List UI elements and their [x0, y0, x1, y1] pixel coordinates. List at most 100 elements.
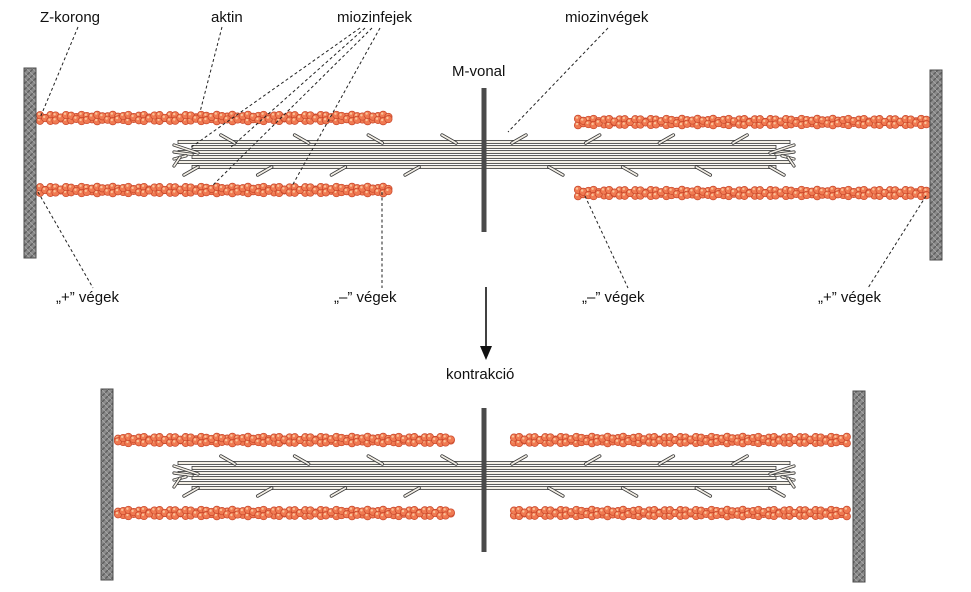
- actin-bead-highlight: [365, 184, 367, 186]
- actin-bead-highlight: [862, 194, 864, 196]
- actin-bead: [447, 509, 454, 516]
- actin-bead-highlight: [168, 185, 170, 187]
- actin-bead-highlight: [157, 185, 159, 187]
- actin-bead-highlight: [204, 513, 206, 515]
- actin-bead-highlight: [105, 117, 107, 119]
- actin-bead-highlight: [657, 438, 659, 440]
- actin-bead-highlight: [360, 509, 362, 511]
- actin-bead-highlight: [725, 441, 727, 443]
- actin-bead-highlight: [633, 188, 635, 190]
- actin-bead-highlight: [767, 440, 769, 442]
- actin-bead-highlight: [652, 514, 654, 516]
- actin-bead-highlight: [872, 188, 874, 190]
- actin-bead-highlight: [813, 508, 815, 510]
- actin-bead-highlight: [694, 508, 696, 510]
- actin-bead-highlight: [85, 118, 87, 120]
- actin-bead-highlight: [654, 117, 656, 119]
- actin-bead-highlight: [831, 194, 833, 196]
- actin-bead-highlight: [825, 192, 827, 194]
- actin-bead-highlight: [919, 123, 921, 125]
- actin-bead-highlight: [53, 118, 55, 120]
- actin-bead-highlight: [877, 117, 879, 119]
- actin-bead-highlight: [805, 189, 807, 191]
- actin-bead-highlight: [319, 508, 321, 510]
- actin-bead-highlight: [79, 191, 81, 193]
- actin-bead-highlight: [371, 186, 373, 188]
- label-plus-ends-right: „+” végek: [818, 289, 881, 307]
- actin-bead-highlight: [799, 188, 801, 190]
- actin-bead-highlight: [53, 113, 55, 115]
- actin-bead-highlight: [605, 441, 607, 443]
- actin-bead-highlight: [742, 123, 744, 125]
- actin-bead-highlight: [157, 435, 159, 437]
- actin-bead-highlight: [126, 185, 128, 187]
- actin-bead-highlight: [794, 121, 796, 123]
- actin-bead-highlight: [715, 513, 717, 515]
- actin-bead-highlight: [600, 509, 602, 511]
- actin-bead-highlight: [581, 189, 583, 191]
- actin-bead-highlight: [433, 511, 435, 513]
- actin-bead-highlight: [642, 437, 644, 439]
- actin-bead-highlight: [664, 117, 666, 119]
- actin-bead-highlight: [867, 191, 869, 193]
- actin-bead-highlight: [355, 117, 357, 119]
- actin-bead-highlight: [595, 512, 597, 514]
- actin-bead-highlight: [417, 511, 419, 513]
- actin-bead-highlight: [90, 186, 92, 188]
- actin-bead-highlight: [339, 509, 341, 511]
- actin-bead-highlight: [116, 189, 118, 191]
- actin-bead-highlight: [365, 434, 367, 436]
- actin-bead-highlight: [709, 435, 711, 437]
- actin-bead-highlight: [220, 509, 222, 511]
- actin-bead-highlight: [777, 511, 779, 513]
- actin-bead-highlight: [142, 508, 144, 510]
- actin-bead-highlight: [449, 437, 451, 439]
- actin-bead-highlight: [678, 508, 680, 510]
- actin-bead-highlight: [533, 435, 535, 437]
- actin-bead-highlight: [763, 191, 765, 193]
- actin-bead: [843, 506, 850, 513]
- actin-bead-highlight: [324, 508, 326, 510]
- actin-bead-highlight: [313, 116, 315, 118]
- actin-bead-highlight: [142, 514, 144, 516]
- actin-bead-highlight: [715, 509, 717, 511]
- actin-bead-highlight: [751, 509, 753, 511]
- actin-bead-highlight: [617, 193, 619, 195]
- actin-bead-highlight: [287, 190, 289, 192]
- actin-bead-highlight: [704, 439, 706, 441]
- actin-bead-highlight: [313, 511, 315, 513]
- actin-bead-highlight: [538, 511, 540, 513]
- actin-bead-highlight: [829, 441, 831, 443]
- actin-bead-highlight: [579, 436, 581, 438]
- actin-bead-highlight: [782, 435, 784, 437]
- actin-bead-highlight: [637, 441, 639, 443]
- actin-bead-highlight: [189, 113, 191, 115]
- actin-bead-highlight: [607, 188, 609, 190]
- actin-bead-highlight: [215, 112, 217, 114]
- actin-bead-highlight: [652, 435, 654, 437]
- actin-bead-highlight: [685, 192, 687, 194]
- actin-bead-highlight: [397, 508, 399, 510]
- leader-myosin-head-2: [230, 28, 365, 148]
- actin-bead-highlight: [709, 514, 711, 516]
- actin-bead-highlight: [293, 435, 295, 437]
- actin-bead-highlight: [48, 191, 50, 193]
- actin-bead-highlight: [371, 509, 373, 511]
- actin-bead-highlight: [789, 188, 791, 190]
- actin-bead-highlight: [612, 119, 614, 121]
- actin-bead-highlight: [695, 123, 697, 125]
- label-actin: aktin: [211, 9, 243, 27]
- actin-bead-highlight: [595, 439, 597, 441]
- leader-actin: [200, 27, 222, 112]
- actin-bead-highlight: [721, 117, 723, 119]
- actin-bead-highlight: [386, 189, 388, 191]
- actin-bead-highlight: [157, 113, 159, 115]
- actin-bead-highlight: [303, 508, 305, 510]
- actin-bead-highlight: [914, 120, 916, 122]
- actin-bead-highlight: [768, 194, 770, 196]
- actin-bead-highlight: [747, 120, 749, 122]
- actin-bead-highlight: [230, 441, 232, 443]
- actin-bead-highlight: [553, 438, 555, 440]
- actin-bead-highlight: [142, 435, 144, 437]
- actin-bead-highlight: [725, 434, 727, 436]
